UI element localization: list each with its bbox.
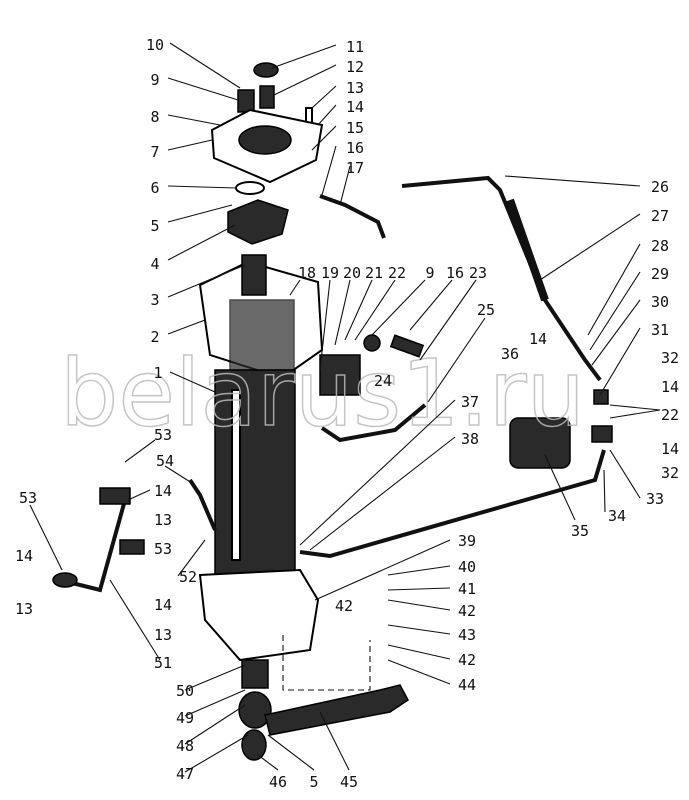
leader-lines — [29, 42, 661, 773]
callout-27: 27 — [651, 207, 669, 225]
nut-part — [237, 89, 255, 113]
callout-35: 35 — [571, 522, 589, 540]
callout-14-ll-b: 14 — [154, 596, 172, 614]
callout-43: 43 — [458, 626, 476, 644]
callout-33: 33 — [646, 490, 664, 508]
valve-24 — [319, 354, 361, 396]
callout-52: 52 — [179, 568, 197, 586]
callout-17: 17 — [346, 159, 364, 177]
callout-29: 29 — [651, 265, 669, 283]
callout-1: 1 — [153, 364, 162, 382]
callout-53c: 53 — [19, 489, 37, 507]
plug-part — [259, 85, 275, 109]
callout-11: 11 — [346, 38, 364, 56]
cover-center — [238, 125, 292, 155]
callout-3: 3 — [150, 291, 159, 309]
callout-14-right-c: 14 — [661, 440, 679, 458]
callout-14: 14 — [346, 98, 364, 116]
valve-part — [227, 199, 289, 245]
callout-5b: 5 — [309, 773, 318, 791]
callout-54: 54 — [156, 452, 174, 470]
shaft-top — [241, 254, 267, 296]
callout-30: 30 — [651, 293, 669, 311]
callout-5: 5 — [150, 217, 159, 235]
callout-42c: 42 — [335, 597, 353, 615]
callout-9: 9 — [150, 71, 159, 89]
callout-13-ll-a: 13 — [154, 511, 172, 529]
callout-10: 10 — [146, 36, 164, 54]
callout-20: 20 — [343, 264, 361, 282]
callout-14-right-a: 14 — [529, 330, 547, 348]
column-flange — [198, 568, 320, 662]
callout-22: 22 — [388, 264, 406, 282]
callout-46: 46 — [269, 773, 287, 791]
callout-39: 39 — [458, 532, 476, 550]
callout-53b: 53 — [154, 540, 172, 558]
callout-38: 38 — [461, 430, 479, 448]
callout-24: 24 — [374, 372, 392, 390]
callout-41: 41 — [458, 580, 476, 598]
callout-51: 51 — [154, 654, 172, 672]
callout-53a: 53 — [154, 426, 172, 444]
callout-16: 16 — [346, 139, 364, 157]
callout-14-fl: 14 — [15, 547, 33, 565]
callout-48: 48 — [176, 737, 194, 755]
callout-45: 45 — [340, 773, 358, 791]
callout-31: 31 — [651, 321, 669, 339]
callout-8: 8 — [150, 108, 159, 126]
callout-19: 19 — [321, 264, 339, 282]
callout-7: 7 — [150, 143, 159, 161]
callout-47: 47 — [176, 765, 194, 783]
callout-4: 4 — [150, 255, 159, 273]
cap-part — [253, 62, 279, 78]
callout-26: 26 — [651, 178, 669, 196]
callout-13: 13 — [346, 79, 364, 97]
callout-18: 18 — [298, 264, 316, 282]
arm-45 — [264, 684, 409, 736]
callout-40: 40 — [458, 558, 476, 576]
callout-50: 50 — [176, 682, 194, 700]
callout-42a: 42 — [458, 602, 476, 620]
callout-15: 15 — [346, 119, 364, 137]
parts-drawing — [52, 62, 613, 761]
callout-32b: 32 — [661, 464, 679, 482]
callout-36: 36 — [501, 345, 519, 363]
callout-42b: 42 — [458, 651, 476, 669]
callout-2: 2 — [150, 328, 159, 346]
watermark: belarus1.ru — [60, 340, 585, 447]
callout-25: 25 — [477, 301, 495, 319]
callout-32a: 32 — [661, 349, 679, 367]
callout-23: 23 — [469, 264, 487, 282]
callout-12: 12 — [346, 58, 364, 76]
callout-13-ll-b: 13 — [154, 626, 172, 644]
callout-16b: 16 — [446, 264, 464, 282]
callout-14-ll-a: 14 — [154, 482, 172, 500]
steering-column — [214, 369, 296, 581]
callout-22-right: 22 — [661, 406, 679, 424]
callout-37: 37 — [461, 393, 479, 411]
gasket-part — [235, 181, 265, 195]
callout-6: 6 — [150, 179, 159, 197]
callout-44: 44 — [458, 676, 476, 694]
callout-21: 21 — [365, 264, 383, 282]
pump-35 — [509, 417, 571, 469]
callout-9b: 9 — [425, 264, 434, 282]
callout-14-right-b: 14 — [661, 378, 679, 396]
callout-labels: 10 11 9 12 13 8 14 7 15 16 6 17 5 4 3 2 … — [15, 36, 679, 791]
callout-28: 28 — [651, 237, 669, 255]
callout-13-fl: 13 — [15, 600, 33, 618]
callout-49: 49 — [176, 709, 194, 727]
callout-34: 34 — [608, 507, 626, 525]
